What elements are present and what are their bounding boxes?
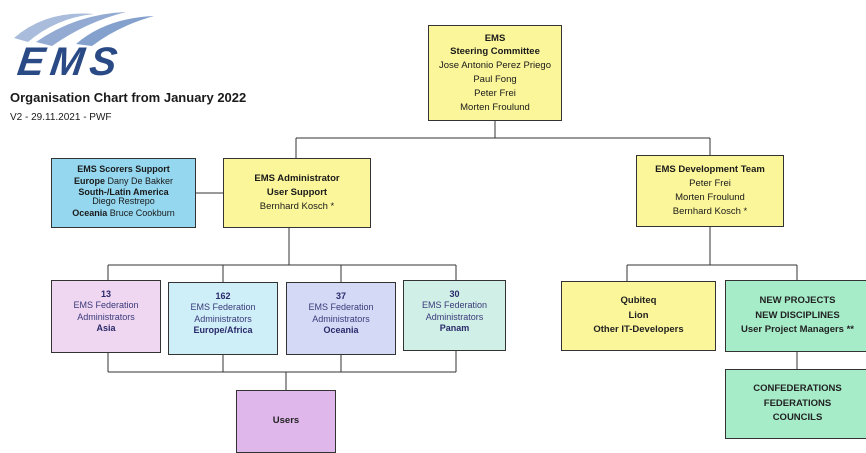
federation-line: Administrators bbox=[194, 313, 252, 324]
federation-line: EMS Federation bbox=[308, 302, 374, 313]
federation-region: Europe/Africa bbox=[193, 324, 253, 335]
admin-name: Bernhard Kosch * bbox=[259, 200, 335, 212]
development-team-box: EMS Development Team Peter Frei Morten F… bbox=[636, 155, 784, 227]
developer-line: Qubiteq bbox=[620, 294, 657, 306]
federation-box-oceania: 37 EMS Federation Administrators Oceania bbox=[286, 282, 396, 355]
confederations-line: COUNCILS bbox=[772, 412, 823, 424]
devteam-title: EMS Development Team bbox=[655, 164, 765, 176]
developer-line: Lion bbox=[628, 309, 649, 321]
federation-count: 162 bbox=[215, 291, 231, 301]
scorers-title: EMS Scorers Support bbox=[77, 164, 170, 174]
devteam-member: Morten Froulund bbox=[675, 192, 745, 203]
users-box: Users bbox=[236, 390, 336, 453]
federation-line: Administrators bbox=[312, 313, 370, 324]
ems-logo: EMS bbox=[6, 8, 156, 84]
steering-member: Morten Froulund bbox=[460, 101, 530, 113]
new-projects-line: User Project Managers ** bbox=[741, 324, 854, 336]
new-projects-line: NEW PROJECTS bbox=[759, 294, 836, 306]
federation-region: Panam bbox=[439, 322, 470, 333]
federation-count: 30 bbox=[449, 289, 460, 299]
admin-role: User Support bbox=[266, 187, 328, 199]
steering-title: Steering Committee bbox=[450, 46, 540, 58]
scorers-oceania: Oceania Bruce Cookburn bbox=[72, 207, 175, 218]
scorers-latam-label: South-/Latin America bbox=[78, 187, 169, 198]
steering-committee-box: EMS Steering Committee Jose Antonio Pere… bbox=[428, 25, 562, 121]
page-title: Organisation Chart from January 2022 bbox=[10, 90, 247, 105]
federation-box-asia: 13 EMS Federation Administrators Asia bbox=[51, 280, 161, 353]
confederations-box: CONFEDERATIONS FEDERATIONS COUNCILS bbox=[725, 369, 866, 439]
scorers-support-box: EMS Scorers Support Europe Dany De Bakke… bbox=[51, 158, 196, 228]
new-projects-box: NEW PROJECTS NEW DISCIPLINES User Projec… bbox=[725, 280, 866, 352]
federation-line: EMS Federation bbox=[190, 302, 256, 313]
federation-line: EMS Federation bbox=[73, 300, 139, 311]
steering-label: EMS bbox=[484, 32, 506, 44]
federation-line: Administrators bbox=[425, 311, 484, 322]
logo-text: EMS bbox=[14, 40, 126, 84]
steering-member: Jose Antonio Perez Priego bbox=[439, 60, 551, 72]
federation-region: Oceania bbox=[323, 324, 359, 335]
federation-line: EMS Federation bbox=[421, 300, 488, 311]
steering-member: Paul Fong bbox=[473, 74, 517, 85]
steering-member: Peter Frei bbox=[474, 87, 516, 99]
devteam-member: Peter Frei bbox=[689, 178, 731, 190]
federation-line: Administrators bbox=[77, 311, 135, 322]
federation-count: 13 bbox=[100, 289, 111, 299]
admin-title: EMS Administrator bbox=[254, 173, 340, 185]
devteam-member: Bernhard Kosch * bbox=[672, 205, 748, 217]
users-label: Users bbox=[272, 415, 300, 427]
scorers-europe: Europe Dany De Bakker bbox=[73, 175, 174, 186]
federation-box-europe-africa: 162 EMS Federation Administrators Europe… bbox=[168, 282, 278, 355]
federation-count: 37 bbox=[335, 291, 346, 301]
new-projects-line: NEW DISCIPLINES bbox=[755, 309, 840, 321]
developers-box: Qubiteq Lion Other IT-Developers bbox=[561, 281, 716, 351]
wwf-swoosh-icon bbox=[14, 12, 154, 46]
confederations-line: CONFEDERATIONS bbox=[753, 382, 842, 394]
scorers-latam-name: Diego Restrepo bbox=[92, 196, 155, 207]
page-subtitle: V2 - 29.11.2021 - PWF bbox=[10, 112, 112, 123]
federation-box-panam: 30 EMS Federation Administrators Panam bbox=[403, 280, 506, 351]
confederations-line: FEDERATIONS bbox=[763, 397, 832, 409]
developer-line: Other IT-Developers bbox=[593, 324, 684, 336]
administrator-box: EMS Administrator User Support Bernhard … bbox=[223, 158, 371, 228]
federation-region: Asia bbox=[96, 322, 116, 333]
